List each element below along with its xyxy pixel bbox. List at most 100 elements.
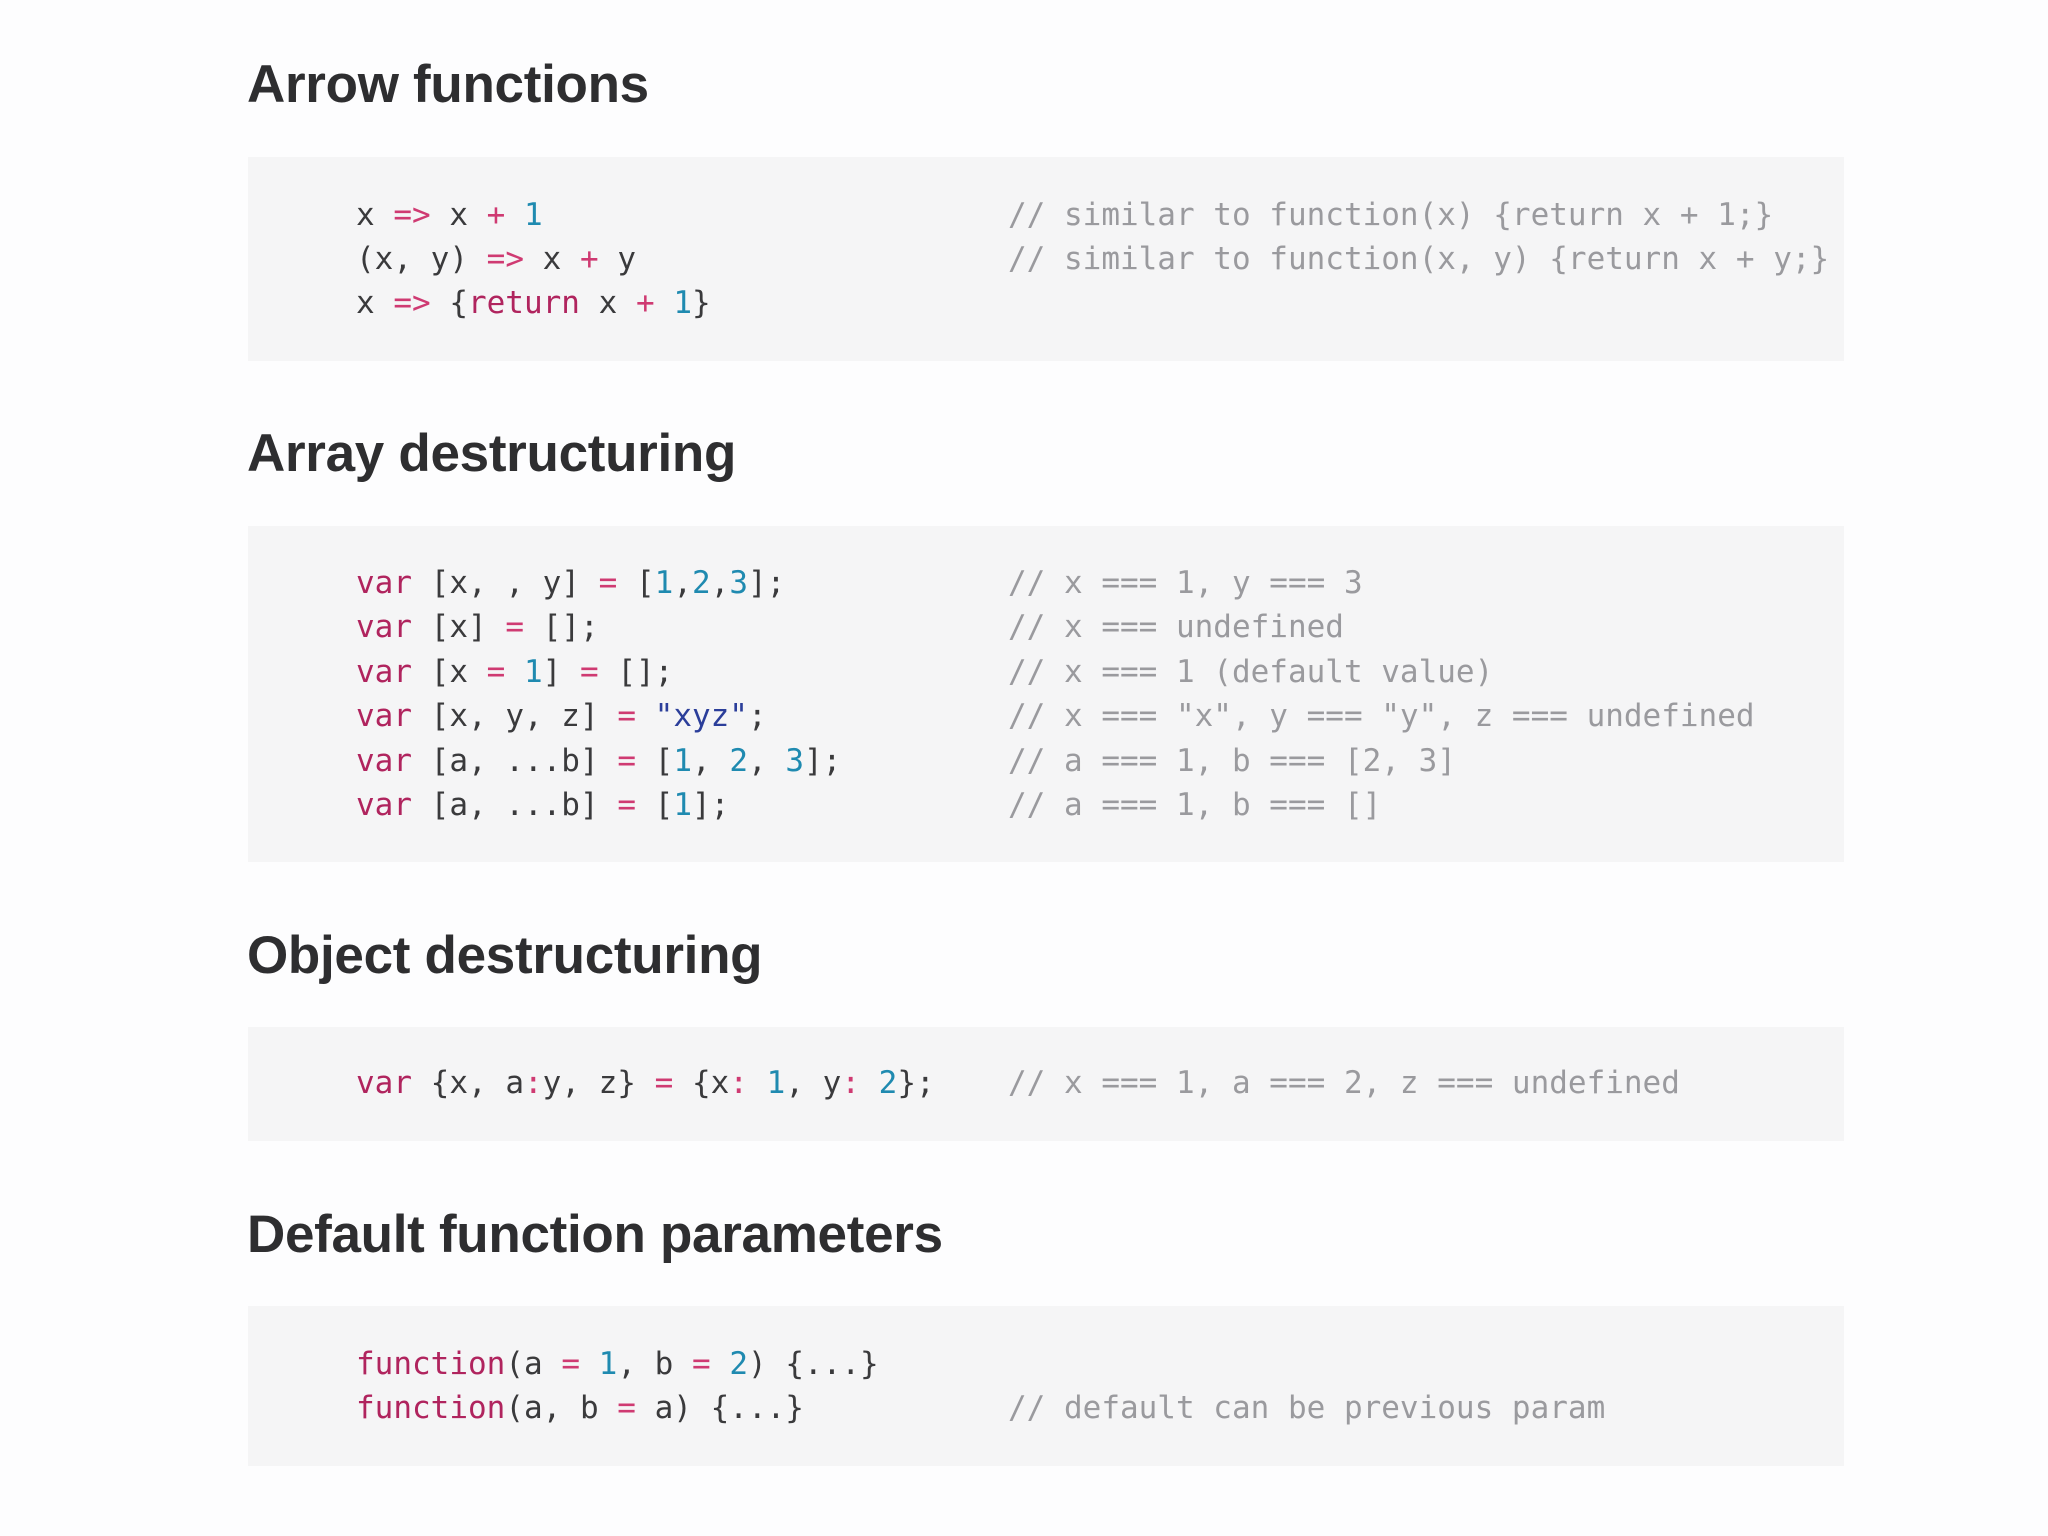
code-token: = — [691, 1346, 711, 1382]
code-token: : — [523, 1065, 543, 1101]
section-title-default-function-parameters: Default function parameters — [247, 1205, 943, 1264]
code-comment: // similar to function(x, y) {return x +… — [1008, 241, 1830, 277]
code-token: 2 — [729, 1346, 748, 1382]
code-token: function — [356, 1346, 506, 1382]
code-token: => — [393, 197, 431, 233]
code-token: = — [598, 565, 618, 601]
code-token: , y — [785, 1065, 842, 1101]
code-token: ] — [542, 654, 580, 690]
code-token: x — [356, 197, 394, 233]
code-token: var — [356, 609, 412, 645]
code-token: 1 — [598, 1346, 618, 1382]
code-token — [580, 1346, 599, 1382]
code-line: var {x, a:y, z} = {x: 1, y: 2}; — [356, 1061, 935, 1105]
code-token: => — [393, 285, 431, 321]
code-token: ; — [747, 698, 767, 734]
code-token — [505, 654, 524, 690]
code-line: x => x + 1 — [356, 193, 543, 237]
code-token: : — [841, 1065, 860, 1101]
code-token: ]; — [803, 743, 842, 779]
code-token: , b — [617, 1346, 692, 1382]
code-token: 2 — [878, 1065, 898, 1101]
code-token: return — [467, 285, 580, 321]
code-token: var — [356, 743, 412, 779]
code-line: var [x, y, z] = "xyz"; — [356, 694, 767, 738]
code-token — [711, 1346, 730, 1382]
code-token: [ — [635, 743, 674, 779]
code-token: var — [356, 1065, 412, 1101]
code-token: function — [356, 1390, 506, 1426]
code-token: ]; — [748, 565, 786, 601]
code-token: + — [579, 241, 599, 277]
code-token: ]; — [691, 787, 730, 823]
code-block-arrow-functions: x => x + 1 // similar to function(x) {re… — [248, 157, 1844, 361]
code-token: , — [710, 565, 730, 601]
code-token: [a, ...b] — [412, 743, 618, 779]
code-token: y, z} — [542, 1065, 655, 1101]
code-token: , — [747, 743, 786, 779]
code-line: var [x = 1] = []; — [356, 650, 673, 694]
code-comment: // x === 1 (default value) — [1008, 654, 1494, 690]
code-token — [505, 197, 524, 233]
code-token: => — [486, 241, 524, 277]
code-token: = — [617, 1390, 636, 1426]
code-line: var [x, , y] = [1,2,3]; — [356, 561, 785, 605]
code-token: = — [580, 654, 599, 690]
code-block-default-function-parameters: function(a = 1, b = 2) {...} function(a,… — [248, 1306, 1844, 1466]
code-token: 1 — [654, 565, 674, 601]
code-token: ) {...} — [748, 1346, 879, 1382]
code-token — [748, 1065, 767, 1101]
code-token: 1 — [524, 197, 543, 233]
code-token: = — [617, 743, 636, 779]
code-token: x — [523, 241, 580, 277]
code-token: {x — [673, 1065, 730, 1101]
code-token: y — [598, 241, 636, 277]
code-comment: // a === 1, b === [] — [1008, 787, 1382, 823]
code-line: var [a, ...b] = [1]; — [356, 783, 729, 827]
section-title-object-destructuring: Object destructuring — [247, 926, 763, 985]
code-token: = — [617, 787, 636, 823]
section-title-arrow-functions: Arrow functions — [247, 55, 649, 114]
code-token: } — [691, 285, 711, 321]
code-token: 1 — [766, 1065, 786, 1101]
code-line: (x, y) => x + y — [356, 237, 636, 281]
code-line: function(a = 1, b = 2) {...} — [356, 1342, 879, 1386]
code-comment: // similar to function(x) {return x + 1;… — [1008, 197, 1774, 233]
code-token: + — [486, 197, 506, 233]
code-token: [ — [635, 787, 674, 823]
code-token: { — [430, 285, 468, 321]
code-token: [x, y, z] — [412, 698, 618, 734]
code-token: [ — [617, 565, 655, 601]
code-token: var — [356, 698, 412, 734]
code-token: []; — [524, 609, 599, 645]
code-comment: // default can be previous param — [1008, 1390, 1606, 1426]
code-token: : — [729, 1065, 748, 1101]
code-token — [636, 698, 655, 734]
code-token: 2 — [691, 565, 711, 601]
code-token: = — [561, 1346, 580, 1382]
code-line: function(a, b = a) {...} — [356, 1386, 804, 1430]
code-line: var [x] = []; — [356, 605, 599, 649]
code-token: []; — [598, 654, 674, 690]
code-comment: // x === "x", y === "y", z === undefined — [1008, 698, 1755, 734]
code-token: + — [635, 285, 655, 321]
code-token: [x, , y] — [412, 565, 599, 601]
code-token: (x, y) — [356, 241, 487, 277]
code-comment: // x === 1, a === 2, z === undefined — [1008, 1065, 1680, 1101]
code-block-object-destructuring: var {x, a:y, z} = {x: 1, y: 2}; // x ===… — [248, 1027, 1844, 1141]
code-token: , — [673, 565, 692, 601]
code-token — [860, 1065, 879, 1101]
code-token: x — [579, 285, 636, 321]
code-token: (a, b — [505, 1390, 618, 1426]
code-token: [x] — [412, 609, 506, 645]
code-token: [a, ...b] — [412, 787, 618, 823]
code-token: var — [356, 565, 412, 601]
section-title-array-destructuring: Array destructuring — [247, 424, 737, 483]
code-token: a) {...} — [635, 1390, 804, 1426]
code-comment: // x === 1, y === 3 — [1008, 565, 1363, 601]
code-comment: // x === undefined — [1008, 609, 1344, 645]
code-line: var [a, ...b] = [1, 2, 3]; — [356, 739, 841, 783]
code-token: 1 — [673, 787, 692, 823]
code-token: 3 — [729, 565, 748, 601]
code-token: x — [356, 285, 394, 321]
